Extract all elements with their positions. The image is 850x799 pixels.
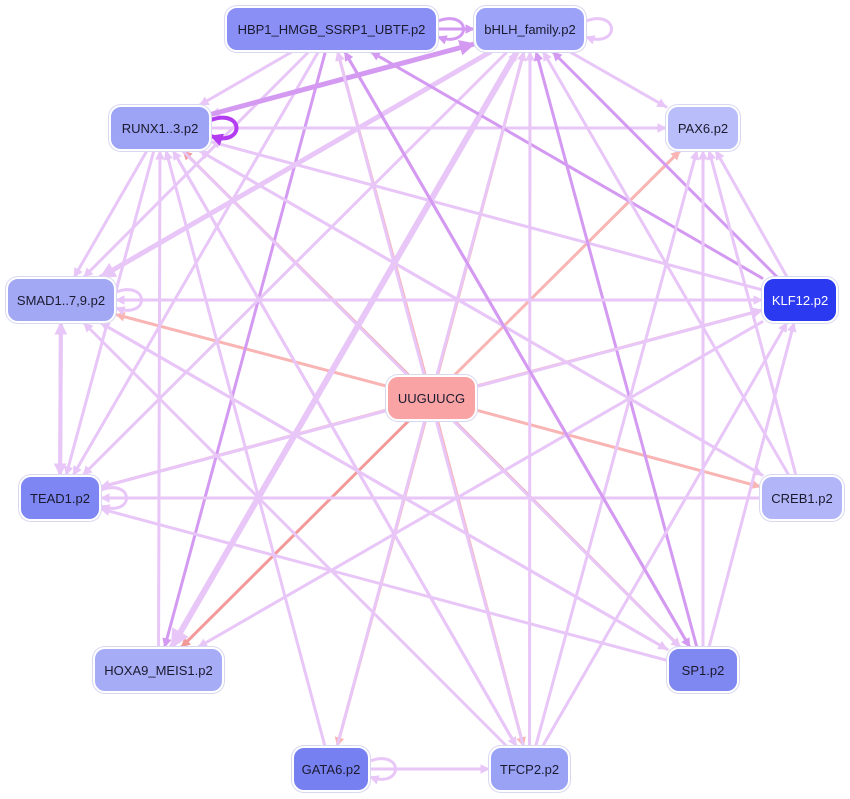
edge-klf12-to-runx	[209, 139, 764, 292]
edge-hbp1-to-runx	[198, 50, 294, 107]
edge-hbp1-to-sp1	[343, 50, 692, 649]
node-runx1-3[interactable]: RUNX1..3.p2	[109, 105, 211, 151]
edge-tfcp2-to-pax6	[534, 149, 700, 748]
node-pax6[interactable]: PAX6.p2	[666, 105, 740, 151]
node-hbp1-hmgb-ssrp1-ubtf[interactable]: HBP1_HMGB_SSRP1_UBTF.p2	[225, 6, 438, 52]
self-loop-gata6	[369, 757, 397, 785]
node-hoxa9-meis1[interactable]: HOXA9_MEIS1.p2	[93, 647, 224, 693]
edge-smad-to-sp1	[99, 321, 669, 651]
edge-runx-to-smad	[72, 149, 149, 279]
edge-tfcp2-to-runx	[171, 149, 518, 748]
node-creb1[interactable]: CREB1.p2	[760, 475, 844, 521]
node-sp1[interactable]: SP1.p2	[667, 647, 739, 693]
edge-tfcp2-to-smad	[82, 321, 509, 748]
self-loop-runx	[209, 115, 239, 146]
self-loop-tead	[100, 486, 128, 514]
self-loop-bhlh	[585, 17, 613, 45]
node-gata6[interactable]: GATA6.p2	[292, 746, 370, 792]
node-klf12[interactable]: KLF12.p2	[762, 277, 838, 323]
edge-sp1-to-klf12	[707, 321, 797, 649]
edge-runx-to-bhlh	[208, 39, 477, 117]
edge-uuguucg-to-pax6	[453, 149, 682, 377]
edge-sp1-to-tead	[99, 506, 669, 662]
edge-uuguucg-to-creb	[475, 408, 762, 490]
node-bhlh-family[interactable]: bHLH_family.p2	[474, 6, 586, 52]
edge-bhlh-to-pax6	[568, 50, 668, 109]
edge-klf12-to-hoxa9	[196, 320, 764, 649]
edge-klf12-to-bhlh	[551, 50, 779, 279]
edge-tfcp2-to-klf12	[541, 321, 789, 748]
edge-hbp1-to-hoxa9	[162, 50, 327, 649]
edge-smad-to-tead	[53, 321, 67, 477]
edge-runx-to-creb	[198, 149, 764, 477]
node-tead1[interactable]: TEAD1.p2	[19, 475, 101, 521]
edge-hoxa9-to-bhlh	[170, 50, 519, 649]
self-loop-smad	[115, 288, 143, 316]
self-loop-hbp1	[437, 17, 465, 45]
node-smad1-7-9[interactable]: SMAD1..7,9.p2	[6, 277, 116, 323]
node-tfcp2[interactable]: TFCP2.p2	[489, 746, 570, 792]
edge-hoxa9-to-runx	[155, 149, 165, 649]
node-uuguucg-mirna[interactable]: UUGUUCG	[386, 375, 477, 421]
edge-klf12-to-pax6	[714, 149, 789, 279]
